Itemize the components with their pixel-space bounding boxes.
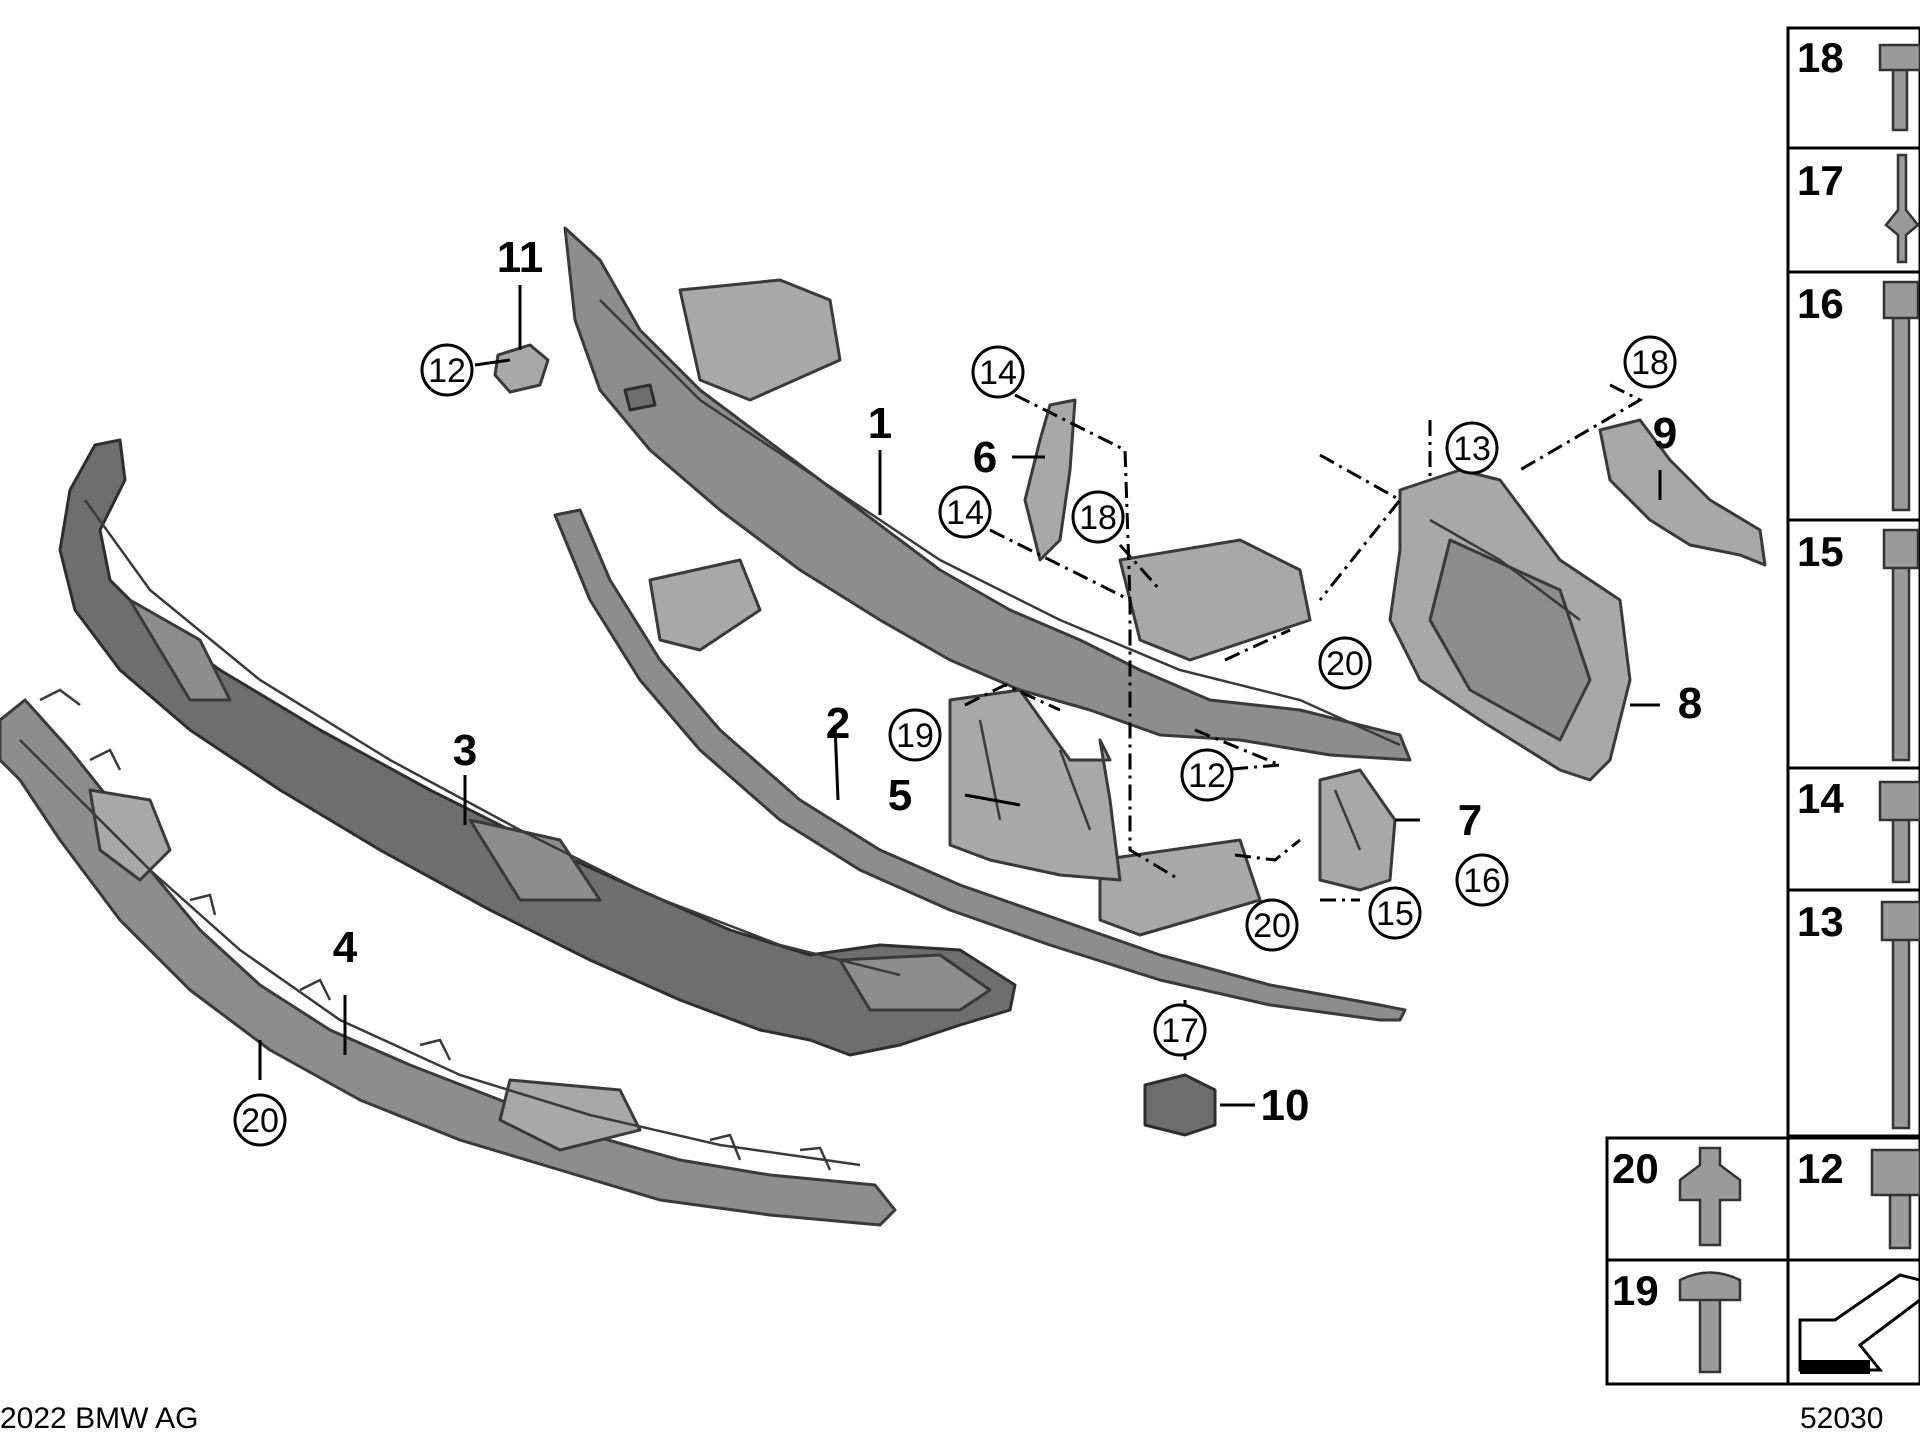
svg-text:19: 19 [896,717,934,755]
callout-6: 6 [973,433,997,482]
callout-2: 2 [826,699,850,748]
svg-text:15: 15 [1376,895,1414,933]
svg-text:14: 14 [946,494,984,532]
clip-20-icon [1678,1146,1742,1247]
svg-text:20: 20 [1612,1145,1659,1192]
part-10-cap [1143,1073,1217,1137]
bolt-14-icon [1878,780,1920,884]
svg-text:18: 18 [1797,34,1844,81]
svg-text:15: 15 [1797,528,1844,575]
svg-text:20: 20 [241,1102,279,1140]
part-8-frame [1388,468,1632,782]
bolt-12-icon [1870,1148,1920,1250]
screw-19-icon [1678,1271,1742,1374]
circled-callout-14-a: 14 [971,345,1025,399]
callout-8: 8 [1678,679,1702,728]
svg-text:16: 16 [1463,862,1501,900]
circled-callout-13: 13 [1445,421,1499,475]
circled-callout-20-a: 20 [1318,636,1372,690]
fastener-row-17: 17 [1797,153,1920,264]
rivet-17-icon [1884,153,1920,264]
fastener-row-20: 20 [1612,1145,1742,1247]
circled-callout-12-a: 12 [420,343,474,397]
part-7-bracket [1318,768,1397,892]
svg-text:14: 14 [979,354,1017,392]
direction-arrow-icon [1798,1273,1920,1374]
diagram-number: 52030 [1800,1402,1883,1435]
svg-text:16: 16 [1797,280,1844,327]
svg-text:12: 12 [1797,1145,1844,1192]
assembly-lines [964,383,1644,902]
bolt-18-icon [1878,43,1920,132]
circled-callout-14-b: 14 [938,485,992,539]
callout-1: 1 [868,399,892,448]
part-3-absorber [58,438,1017,1057]
svg-text:20: 20 [1253,907,1291,945]
svg-text:18: 18 [1079,499,1117,537]
part-9-bracket [1598,418,1767,567]
circled-callout-16: 16 [1455,853,1509,907]
fastener-row-16: 16 [1797,280,1920,512]
part-11-clip [493,343,550,394]
fastener-row-15: 15 [1797,528,1920,762]
circled-callout-20-b: 20 [1245,898,1299,952]
svg-text:17: 17 [1797,157,1844,204]
svg-text:20: 20 [1326,645,1364,683]
svg-text:14: 14 [1797,775,1844,822]
circled-callout-17: 17 [1153,1003,1207,1057]
part-6-bracket [1023,398,1077,562]
part-4-lower-bracket [0,688,897,1227]
svg-text:19: 19 [1612,1267,1659,1314]
bolt-16-icon [1882,280,1920,512]
circled-callout-18-b: 18 [1623,335,1677,389]
fastener-row-13: 13 [1797,898,1920,1130]
callout-9: 9 [1653,409,1677,458]
circled-callout-18-a: 18 [1071,490,1125,544]
fastener-row-19: 19 [1612,1267,1742,1374]
fastener-row-12: 12 [1797,1145,1920,1250]
circled-callout-15: 15 [1368,886,1422,940]
part-1-carrier [563,226,1412,762]
svg-text:12: 12 [1188,757,1226,795]
bolt-13-icon [1880,900,1920,1130]
part-2-bumper-bar [553,508,1407,1022]
svg-text:13: 13 [1453,430,1491,468]
svg-text:12: 12 [428,352,466,390]
fastener-row-18: 18 [1797,34,1920,132]
bolt-15-icon [1882,528,1920,762]
circled-callout-20-c: 20 [233,1093,287,1147]
callout-4: 4 [333,923,358,972]
callout-11: 11 [497,233,544,282]
circled-callout-19: 19 [888,708,942,762]
callout-3: 3 [453,726,477,775]
callout-10: 10 [1261,1081,1310,1130]
copyright-text: 2022 BMW AG [0,1402,198,1435]
svg-text:13: 13 [1797,898,1844,945]
circled-callout-12-b: 12 [1180,748,1234,802]
callout-7: 7 [1458,796,1482,845]
fastener-row-14: 14 [1797,775,1920,884]
svg-text:18: 18 [1631,344,1669,382]
part-5-bracket [948,688,1122,882]
svg-text:17: 17 [1161,1012,1199,1050]
callout-5: 5 [888,771,912,820]
